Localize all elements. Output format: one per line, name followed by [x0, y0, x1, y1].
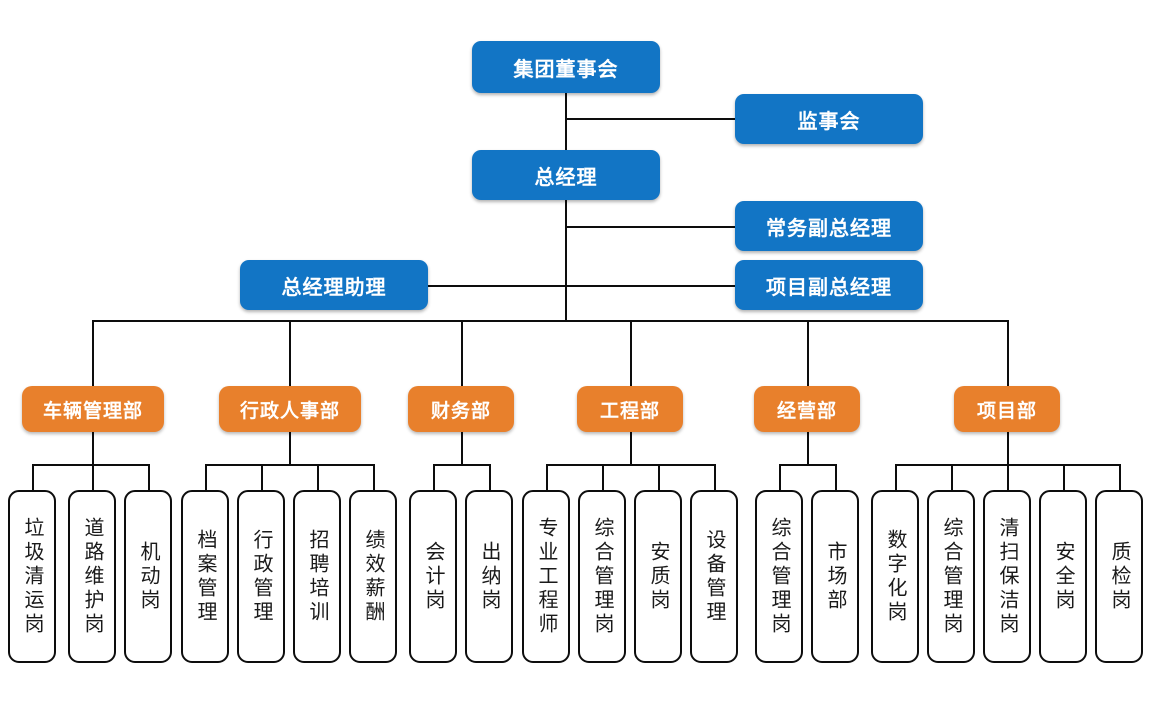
connector-engineering-stem — [630, 432, 632, 465]
node-post-adminhr-2[interactable]: 行政管理 — [237, 490, 285, 663]
connector-engineering-post-2 — [602, 464, 604, 491]
node-dept-operations[interactable]: 经营部 — [754, 386, 860, 432]
node-executive-deputy-gm[interactable]: 常务副总经理 — [735, 201, 923, 251]
connector-board-to-gm — [565, 93, 567, 150]
node-post-project-2[interactable]: 综合管理岗 — [927, 490, 975, 663]
connector-gm-spine-to-supervisory — [565, 118, 735, 120]
connector-finance-stem — [461, 432, 463, 465]
connector-vehicle-post-1 — [32, 464, 34, 491]
connector-finance-bracket — [433, 464, 490, 466]
node-post-engineering-1[interactable]: 专业工程师 — [522, 490, 570, 663]
node-post-operations-1[interactable]: 综合管理岗 — [755, 490, 803, 663]
connector-project-post-4 — [1063, 464, 1065, 491]
node-general-manager[interactable]: 总经理 — [472, 150, 660, 200]
node-dept-admin-hr[interactable]: 行政人事部 — [219, 386, 361, 432]
connector-adminhr-bracket — [205, 464, 374, 466]
connector-operations-stem — [807, 432, 809, 465]
connector-bus-to-admin-hr — [289, 320, 291, 386]
node-post-engineering-4[interactable]: 设备管理 — [690, 490, 738, 663]
connector-bus-to-operations — [807, 320, 809, 386]
connector-operations-bracket — [779, 464, 836, 466]
connector-adminhr-stem — [289, 432, 291, 465]
connector-operations-post-1 — [779, 464, 781, 491]
connector-engineering-post-4 — [714, 464, 716, 491]
connector-finance-post-2 — [489, 464, 491, 491]
connector-engineering-bracket — [546, 464, 715, 466]
connector-vehicle-post-3 — [148, 464, 150, 491]
connector-vehicle-post-2 — [92, 464, 94, 491]
connector-project-post-2 — [951, 464, 953, 491]
node-gm-assistant[interactable]: 总经理助理 — [240, 260, 428, 310]
connector-project-post-3 — [1007, 464, 1009, 491]
connector-gm-to-deputies-row — [428, 285, 735, 287]
connector-engineering-post-3 — [658, 464, 660, 491]
connector-project-post-5 — [1119, 464, 1121, 491]
connector-bus-to-vehicle — [92, 320, 94, 386]
connector-operations-post-2 — [835, 464, 837, 491]
node-post-operations-2[interactable]: 市场部 — [811, 490, 859, 663]
node-post-project-1[interactable]: 数字化岗 — [871, 490, 919, 663]
department-bus-horizontal — [92, 320, 1007, 323]
node-post-finance-1[interactable]: 会计岗 — [409, 490, 457, 663]
node-supervisory-board[interactable]: 监事会 — [735, 94, 923, 144]
connector-bus-to-project — [1007, 320, 1009, 386]
connector-adminhr-post-4 — [373, 464, 375, 491]
node-post-project-3[interactable]: 清扫保洁岗 — [983, 490, 1031, 663]
connector-finance-post-1 — [433, 464, 435, 491]
node-post-finance-2[interactable]: 出纳岗 — [465, 490, 513, 663]
connector-bus-to-finance — [461, 320, 463, 386]
node-post-project-4[interactable]: 安全岗 — [1039, 490, 1087, 663]
connector-adminhr-post-1 — [205, 464, 207, 491]
connector-adminhr-post-3 — [317, 464, 319, 491]
node-dept-finance[interactable]: 财务部 — [408, 386, 514, 432]
connector-gm-spine — [565, 200, 567, 322]
node-project-deputy-gm[interactable]: 项目副总经理 — [735, 260, 923, 310]
node-dept-vehicle[interactable]: 车辆管理部 — [22, 386, 164, 432]
node-post-adminhr-1[interactable]: 档案管理 — [181, 490, 229, 663]
connector-adminhr-post-2 — [261, 464, 263, 491]
node-post-engineering-2[interactable]: 综合管理岗 — [578, 490, 626, 663]
connector-bus-to-engineering — [630, 320, 632, 386]
node-dept-engineering[interactable]: 工程部 — [577, 386, 683, 432]
node-post-adminhr-3[interactable]: 招聘培训 — [293, 490, 341, 663]
node-post-vehicle-2[interactable]: 道路维护岗 — [68, 490, 116, 663]
connector-vehicle-stem — [92, 432, 94, 465]
connector-engineering-post-1 — [546, 464, 548, 491]
connector-gm-to-exec-deputy — [565, 226, 735, 228]
node-post-project-5[interactable]: 质检岗 — [1095, 490, 1143, 663]
connector-project-post-1 — [895, 464, 897, 491]
node-board[interactable]: 集团董事会 — [472, 41, 660, 93]
node-post-adminhr-4[interactable]: 绩效薪酬 — [349, 490, 397, 663]
node-dept-project[interactable]: 项目部 — [954, 386, 1060, 432]
connector-project-stem — [1007, 432, 1009, 465]
connector-vehicle-bracket — [32, 464, 149, 466]
node-post-vehicle-3[interactable]: 机动岗 — [124, 490, 172, 663]
node-post-vehicle-1[interactable]: 垃圾清运岗 — [8, 490, 56, 663]
node-post-engineering-3[interactable]: 安质岗 — [634, 490, 682, 663]
